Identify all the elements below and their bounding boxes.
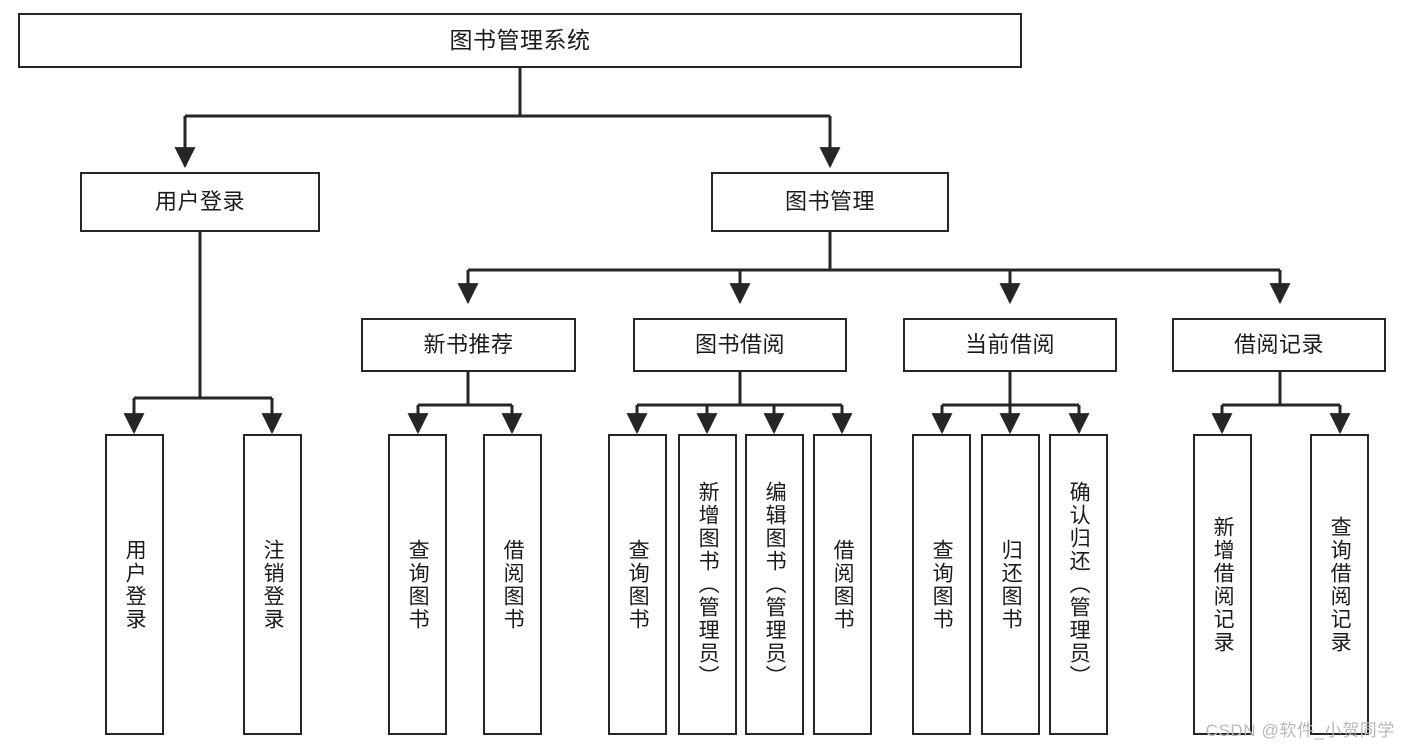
node-label: 归还图书	[999, 538, 1023, 631]
node-label: 图书借阅	[694, 331, 785, 357]
leaf-node-borrow-books-recommend[interactable]: 借阅图书	[483, 434, 542, 735]
leaf-node-edit-book-admin[interactable]: 编辑图书（管理员）	[745, 434, 804, 735]
leaf-node-logout[interactable]: 注销登录	[243, 434, 302, 735]
node-label: 查询借阅记录	[1328, 515, 1352, 654]
node-label: 查询图书	[406, 538, 430, 631]
node-label: 用户登录	[123, 538, 147, 631]
node-label: 编辑图书（管理员）	[763, 481, 787, 688]
leaf-node-query-books-current[interactable]: 查询图书	[912, 434, 971, 735]
node-label: 新增图书（管理员）	[696, 481, 720, 688]
leaf-node-add-borrow-record[interactable]: 新增借阅记录	[1193, 434, 1252, 735]
node-book-borrowing[interactable]: 图书借阅	[633, 318, 847, 372]
node-label: 借阅图书	[831, 538, 855, 631]
node-book-management[interactable]: 图书管理	[711, 172, 949, 232]
node-label: 新增借阅记录	[1211, 515, 1235, 654]
leaf-node-confirm-return-admin[interactable]: 确认归还（管理员）	[1049, 434, 1108, 735]
node-label: 新书推荐	[423, 331, 514, 357]
watermark-text: CSDN @软件_小贺同学	[1205, 721, 1395, 740]
node-label: 图书管理	[784, 188, 875, 214]
leaf-node-query-books-borrow[interactable]: 查询图书	[608, 434, 667, 735]
node-borrowing-records[interactable]: 借阅记录	[1172, 318, 1386, 372]
node-label: 借阅图书	[501, 538, 525, 631]
node-label: 确认归还（管理员）	[1067, 481, 1091, 688]
leaf-node-user-login[interactable]: 用户登录	[105, 434, 164, 735]
node-label: 查询图书	[626, 538, 650, 631]
leaf-node-add-book-admin[interactable]: 新增图书（管理员）	[678, 434, 737, 735]
node-label: 用户登录	[154, 188, 245, 214]
node-root-book-management-system[interactable]: 图书管理系统	[18, 13, 1022, 68]
node-new-book-recommendation[interactable]: 新书推荐	[361, 318, 576, 372]
node-label: 当前借阅	[964, 331, 1055, 357]
node-label: 借阅记录	[1233, 331, 1324, 357]
leaf-node-borrow-books[interactable]: 借阅图书	[813, 434, 872, 735]
node-label: 注销登录	[261, 538, 285, 631]
node-label: 查询图书	[930, 538, 954, 631]
leaf-node-query-books-recommend[interactable]: 查询图书	[388, 434, 447, 735]
node-user-login[interactable]: 用户登录	[80, 172, 320, 232]
node-current-borrowing[interactable]: 当前借阅	[903, 318, 1117, 372]
leaf-node-return-books[interactable]: 归还图书	[981, 434, 1040, 735]
node-label: 图书管理系统	[449, 26, 591, 53]
leaf-node-query-borrow-record[interactable]: 查询借阅记录	[1310, 434, 1369, 735]
